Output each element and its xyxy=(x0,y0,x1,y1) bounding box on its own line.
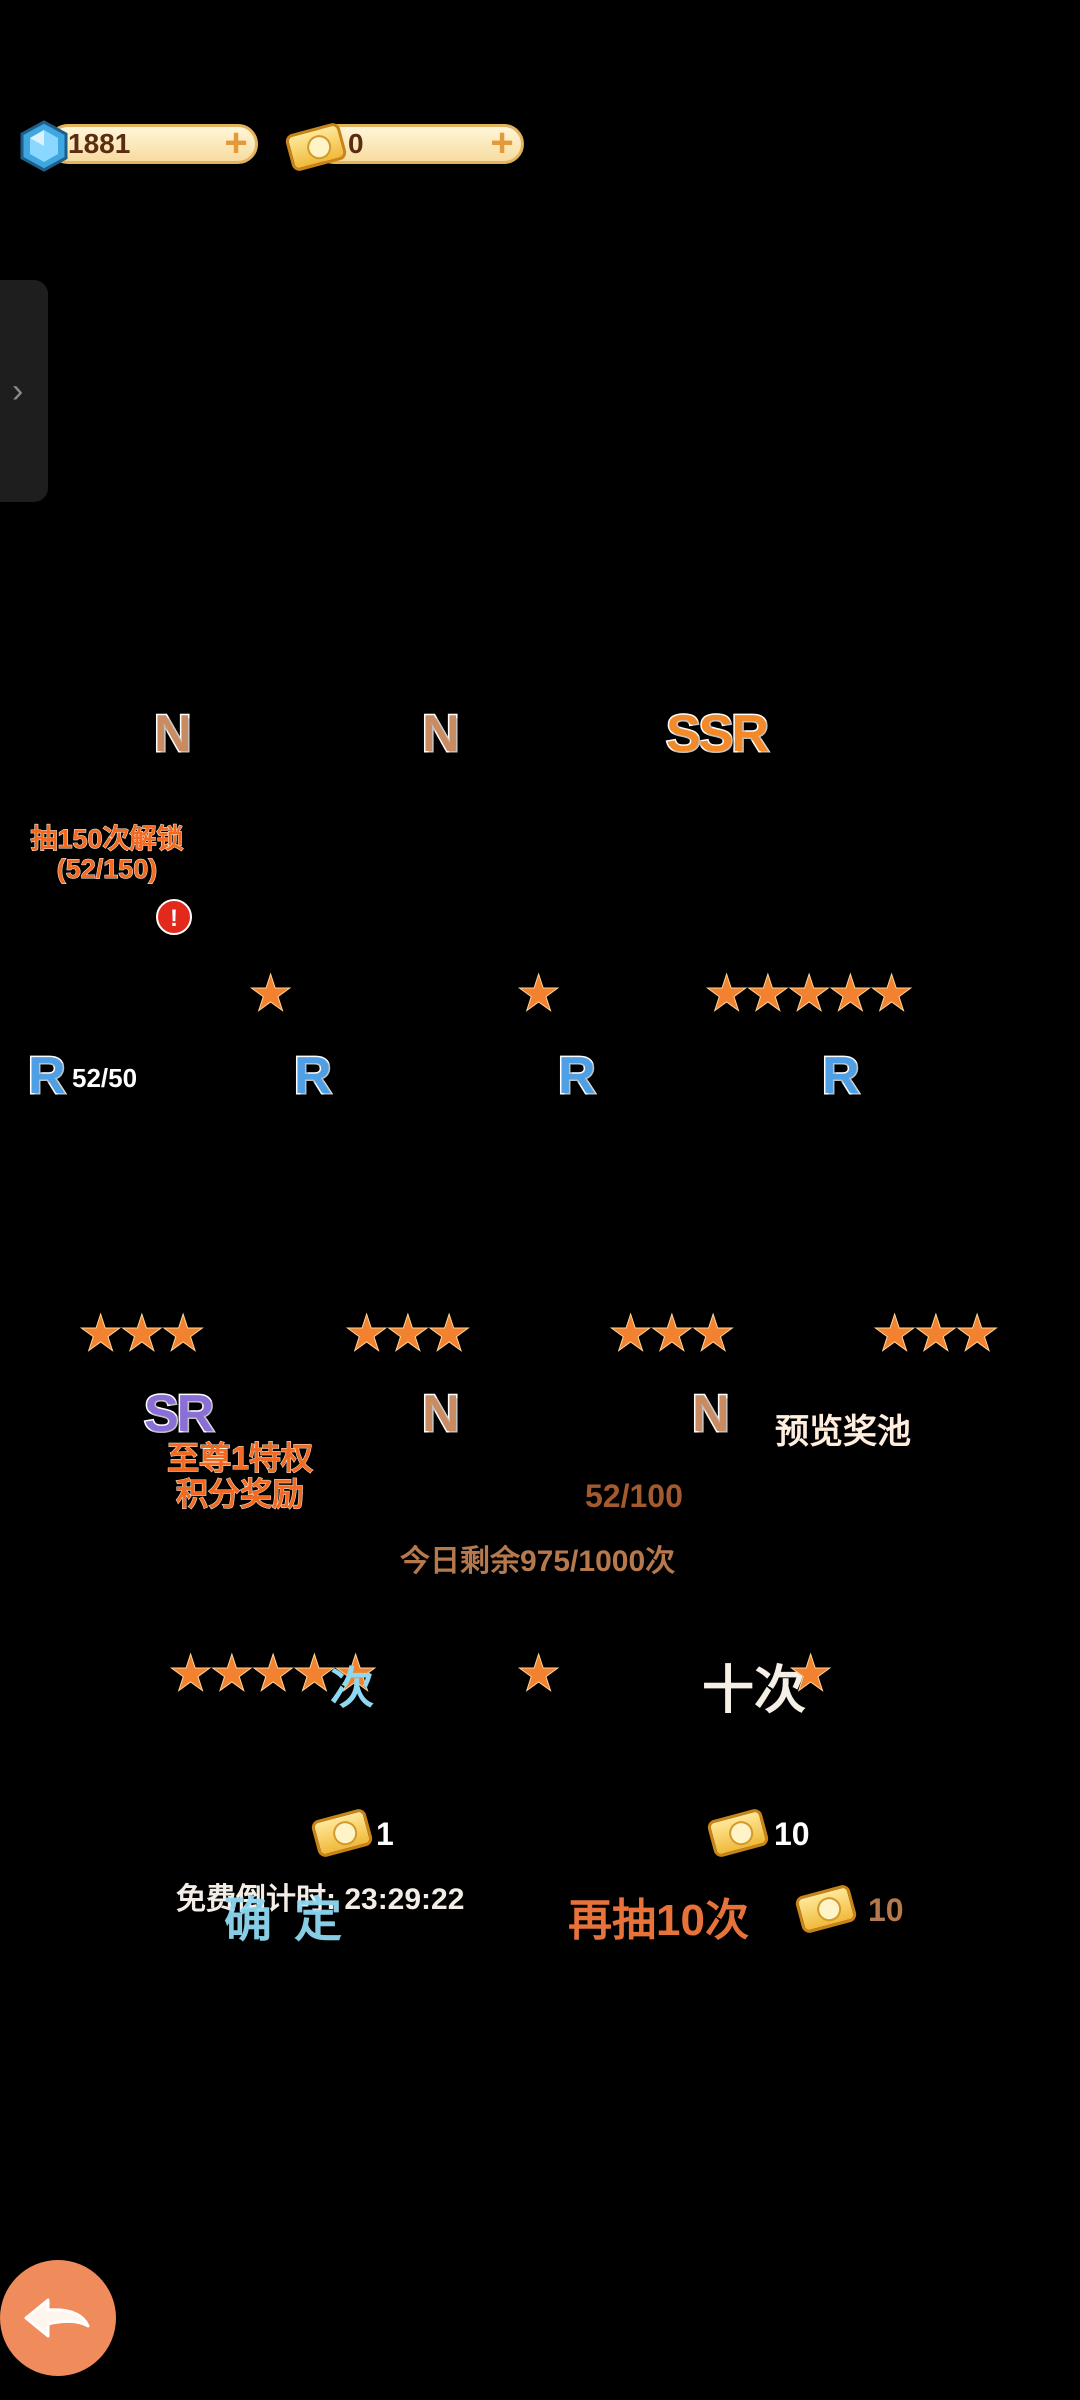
free-countdown-timer: 免费倒计时: 23:29:22 xyxy=(176,1883,465,1916)
slot-8-rarity-badge: SR xyxy=(142,1384,215,1445)
star-icon: ★ xyxy=(789,1647,832,1699)
ticket-icon xyxy=(284,121,348,173)
slot-4-rarity-badge: R xyxy=(27,1046,68,1107)
ticket-icon xyxy=(706,1807,770,1859)
slot-7-rarity-badge: R xyxy=(821,1046,862,1107)
slot-10-rarity-badge: N xyxy=(691,1384,732,1445)
draw-again-button[interactable]: 再抽10次 xyxy=(568,1896,749,1945)
ticket-icon xyxy=(310,1807,374,1859)
gem-currency: 1881 + xyxy=(18,120,258,172)
confirm-button[interactable]: 确定 xyxy=(224,1894,365,1947)
slot-1-stars: ★ xyxy=(249,969,292,1017)
slot-7-stars: ★★★ xyxy=(873,1309,999,1357)
back-arrow-icon xyxy=(24,2298,90,2338)
ten-draw-cost: 10 xyxy=(774,1816,810,1852)
slot-1-rarity-badge: N xyxy=(153,704,194,765)
gem-pill xyxy=(48,124,258,164)
star-icon: ★★★ xyxy=(345,1307,471,1359)
slot-3-stars: ★★★★★ xyxy=(705,969,913,1017)
star-icon: ★ xyxy=(517,967,560,1019)
unlock-requirement: 抽150次解锁 xyxy=(30,824,184,855)
slot-8-stars: ★★★★★ xyxy=(169,1649,377,1697)
star-icon: ★★★ xyxy=(873,1307,999,1359)
privilege-label: 至尊1特权 积分奖励 xyxy=(150,1440,330,1513)
slot-10-stars: ★ xyxy=(789,1649,832,1697)
single-draw-label-fragment: 次 xyxy=(330,1664,374,1713)
slot-2-stars: ★ xyxy=(517,969,560,1017)
star-icon: ★★★★★ xyxy=(169,1647,377,1699)
points-progress: 52/100 xyxy=(585,1478,683,1514)
single-draw-cost: 1 xyxy=(376,1816,394,1852)
slot-4-stars: ★★★ xyxy=(79,1309,205,1357)
unlock-progress: (52/150) xyxy=(56,854,158,885)
chevron-right-icon: › xyxy=(12,372,24,410)
gem-icon xyxy=(20,120,68,172)
star-icon: ★★★ xyxy=(609,1307,735,1359)
slot-5-rarity-badge: R xyxy=(293,1046,334,1107)
locked-slot-label: 抽150次解锁 (52/150) xyxy=(22,824,192,885)
slot-6-stars: ★★★ xyxy=(609,1309,735,1357)
side-panel-handle[interactable]: › xyxy=(0,280,48,502)
privilege-title: 至尊1特权 xyxy=(167,1440,314,1477)
privilege-subtitle: 积分奖励 xyxy=(175,1476,304,1513)
add-tickets-button[interactable]: + xyxy=(490,121,514,165)
back-button[interactable] xyxy=(0,2260,116,2376)
ticket-currency: 0 + xyxy=(284,121,524,173)
slot-2-rarity-badge: N xyxy=(421,704,462,765)
star-icon: ★★★★★ xyxy=(705,967,913,1019)
preview-pool-button[interactable]: 预览奖池 xyxy=(775,1413,911,1451)
slot-3-rarity-badge: SSR xyxy=(665,704,771,765)
slot-4-count: 52/50 xyxy=(72,1063,138,1093)
star-icon: ★★★ xyxy=(79,1307,205,1359)
daily-remaining: 今日剩余975/1000次 xyxy=(400,1545,676,1578)
star-icon: ★ xyxy=(517,1647,560,1699)
draw-again-cost: 10 xyxy=(868,1892,904,1928)
slot-5-stars: ★★★ xyxy=(345,1309,471,1357)
alert-icon: ! xyxy=(156,899,192,935)
add-gems-button[interactable]: + xyxy=(224,121,248,165)
slot-9-rarity-badge: N xyxy=(421,1384,462,1445)
ticket-count: 0 xyxy=(348,128,364,159)
ten-draw-label: 十次 xyxy=(702,1662,807,1720)
slot-6-rarity-badge: R xyxy=(557,1046,598,1107)
slot-9-stars: ★ xyxy=(517,1649,560,1697)
star-icon: ★ xyxy=(249,967,292,1019)
ticket-icon xyxy=(794,1883,858,1935)
gem-count: 1881 xyxy=(68,128,131,159)
